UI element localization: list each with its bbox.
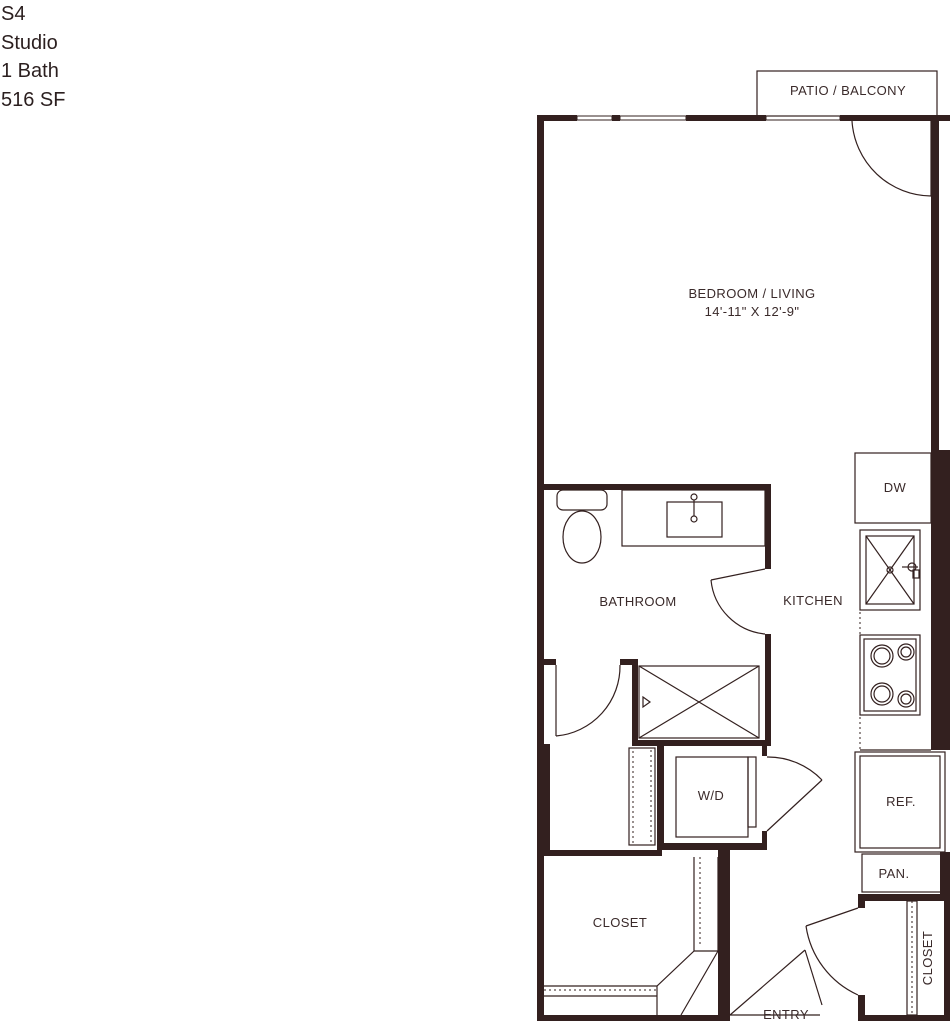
unit-info: S4 Studio 1 Bath 516 SF [1,0,65,114]
label-bedroom: BEDROOM / LIVING [688,286,815,301]
label-closet: CLOSET [593,915,647,930]
unit-baths: 1 Bath [1,60,59,82]
exterior-walls [537,115,950,1021]
closet-door [555,664,621,737]
bathroom-walls [544,484,771,746]
closet-corner-shelf [544,857,719,1016]
patio-door [851,120,932,197]
unit-area: 516 SF [1,88,66,111]
label-bedroom-dims: 14'-11" X 12'-9" [705,304,800,319]
laundry-door [766,756,823,832]
refrigerator-inner [859,755,941,849]
label-washer-dryer: W/D [698,788,724,803]
toilet [556,489,608,564]
label-patio: PATIO / BALCONY [790,83,906,98]
label-bathroom: BATHROOM [599,594,676,609]
label-kitchen: KITCHEN [783,593,843,608]
entry-door [729,949,823,1016]
pantry-wall [940,852,950,900]
shower [638,665,760,739]
kitchen-counter [854,452,932,751]
laundry-walls [657,744,767,850]
windows [576,115,841,121]
closet-shelving [628,747,656,846]
unit-name: S4 [1,3,26,25]
label-entry-closet: CLOSET [920,931,935,985]
main-closet-walls [537,744,730,1021]
unit-type: Studio [1,31,58,54]
washer-dryer-shelf [747,756,757,828]
bathroom-vanity [621,489,766,547]
label-entry: ENTRY [763,1007,809,1022]
entry-closet-walls [858,894,950,1021]
entry-closet-door [805,907,859,996]
label-pantry: PAN. [879,866,910,881]
bathroom-door [710,568,766,635]
label-dishwasher: DW [884,480,907,495]
refrigerator [854,751,946,853]
label-refrigerator: REF. [886,794,916,809]
